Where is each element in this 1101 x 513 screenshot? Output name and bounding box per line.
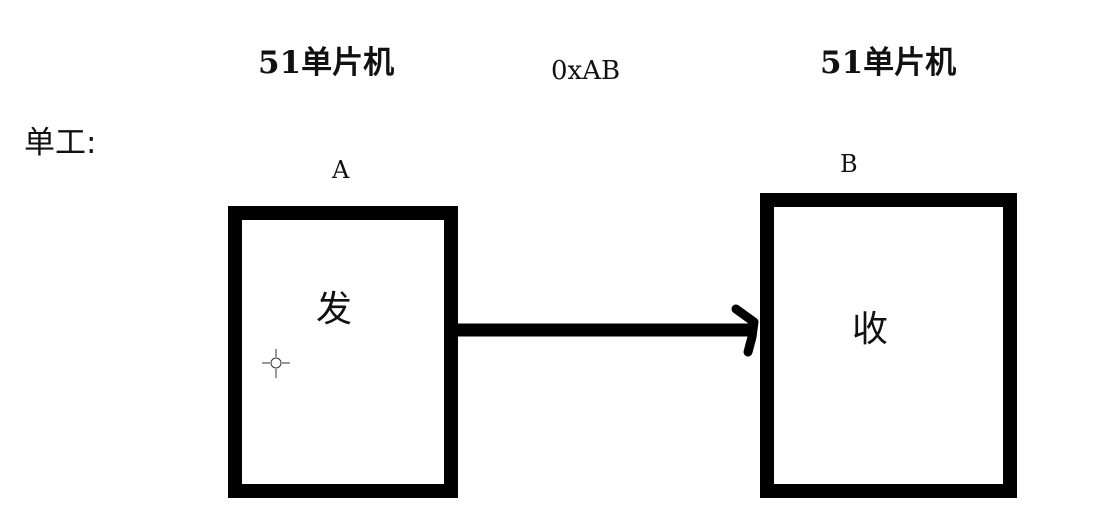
sender-box — [228, 206, 458, 498]
receiver-role-label: 收 — [852, 309, 889, 350]
receiver-node-id: B — [840, 150, 858, 178]
sender-role-label: 发 — [316, 289, 353, 330]
sender-node-id: A — [332, 156, 350, 184]
receiver-box — [760, 193, 1017, 498]
arrow-head-icon — [731, 304, 759, 357]
receiver-mcu-label: 51单片机 — [820, 45, 957, 81]
mode-label: 单工: — [24, 125, 97, 161]
data-byte-label: 0xAB — [551, 56, 621, 86]
sender-mcu-label: 51单片机 — [258, 45, 395, 81]
